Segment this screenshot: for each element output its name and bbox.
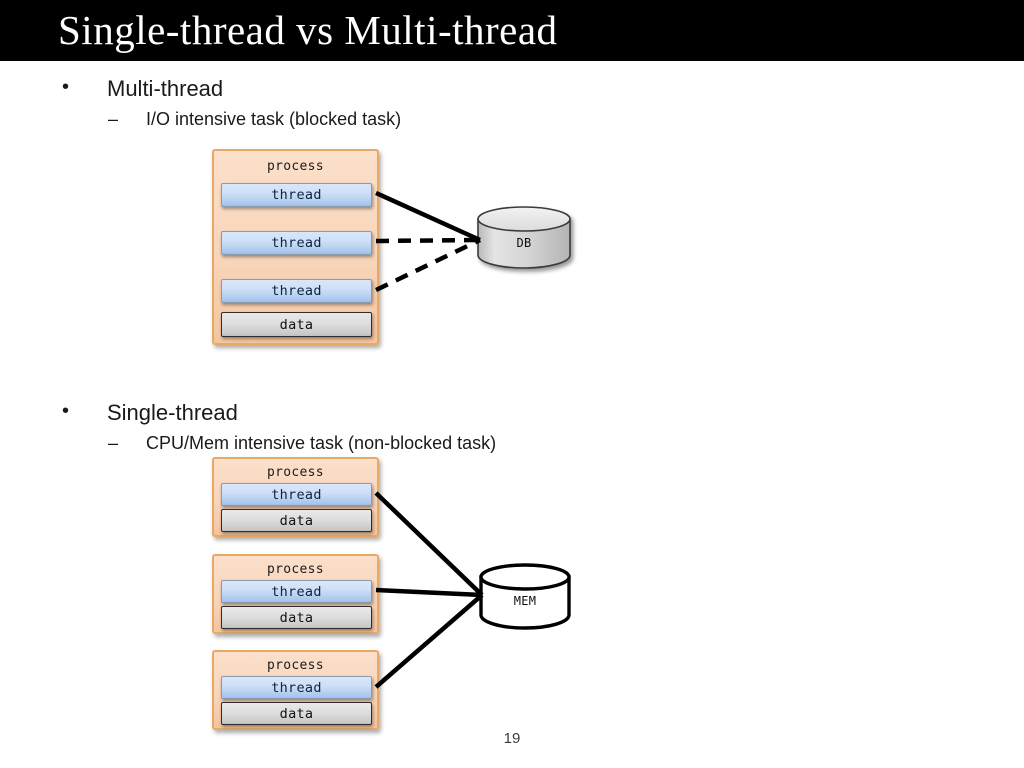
title-banner: Single-thread vs Multi-thread [0, 0, 1024, 61]
data-bar: data [221, 509, 372, 532]
dash-icon: – [108, 433, 119, 453]
thread-bar: thread [221, 231, 372, 255]
db-cylinder-label: DB [516, 236, 532, 250]
process-label: process [267, 159, 324, 174]
connector-process3-mem [374, 593, 484, 689]
connector-thread1-db [375, 190, 481, 243]
process-box-multithread: process thread thread thread data [212, 149, 379, 345]
bullet-single-thread: • Single-thread [62, 400, 238, 426]
connector-thread2-db [375, 237, 481, 244]
data-bar: data [221, 606, 372, 629]
db-cylinder: DB [476, 206, 572, 269]
mem-cylinder: MEM [478, 563, 572, 630]
connector-thread3-db [375, 237, 481, 293]
subbullet-io-intensive-label: I/O intensive task (blocked task) [146, 109, 402, 129]
data-bar: data [221, 702, 372, 725]
subbullet-cpu-mem-intensive: – CPU/Mem intensive task (non-blocked ta… [108, 433, 496, 454]
connector-process2-mem [375, 587, 483, 598]
thread-bar: thread [221, 580, 372, 603]
subbullet-cpu-mem-intensive-label: CPU/Mem intensive task (non-blocked task… [146, 433, 497, 453]
thread-bar: thread [221, 483, 372, 506]
process-label: process [267, 562, 324, 577]
dash-icon: – [108, 109, 119, 129]
page-number: 19 [503, 730, 521, 747]
mem-cylinder-label: MEM [513, 594, 537, 608]
bullet-multi-thread-label: Multi-thread [107, 76, 224, 101]
process-box-single-2: process thread data [212, 554, 379, 634]
process-label: process [267, 658, 324, 673]
page-title: Single-thread vs Multi-thread [58, 7, 558, 53]
bullet-multi-thread: • Multi-thread [62, 76, 223, 102]
bullet-dot-icon: • [62, 76, 70, 98]
process-box-single-1: process thread data [212, 457, 379, 537]
process-box-single-3: process thread data [212, 650, 379, 730]
thread-bar: thread [221, 676, 372, 699]
thread-bar: thread [221, 183, 372, 207]
data-bar: data [221, 312, 372, 337]
bullet-dot-icon: • [62, 400, 70, 422]
thread-bar: thread [221, 279, 372, 303]
process-label: process [267, 465, 324, 480]
bullet-single-thread-label: Single-thread [107, 400, 238, 425]
connector-process1-mem [374, 491, 484, 597]
subbullet-io-intensive: – I/O intensive task (blocked task) [108, 109, 401, 130]
